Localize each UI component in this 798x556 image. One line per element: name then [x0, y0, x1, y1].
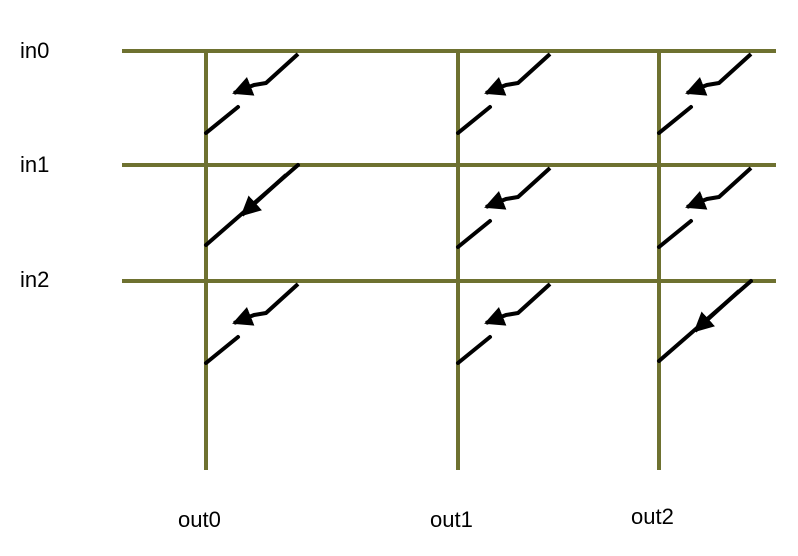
- wire-layer: [122, 49, 776, 470]
- output-label-out2: out2: [631, 504, 674, 529]
- switch-stub: [456, 219, 492, 249]
- switch-in0-out2: [657, 52, 753, 135]
- switch-in1-out1: [456, 166, 552, 249]
- switch-in0-out1: [456, 52, 552, 135]
- switch-arm: [232, 52, 300, 96]
- switch-arm: [685, 52, 753, 96]
- input-label-in2: in2: [20, 267, 50, 292]
- switch-arm: [484, 52, 552, 96]
- switch-stub: [657, 105, 693, 135]
- switch-stub: [456, 335, 492, 365]
- switch-in0-out0: [204, 52, 300, 135]
- input-label-in0: in0: [20, 38, 50, 63]
- switch-arm: [685, 166, 753, 210]
- switch-arm: [232, 282, 300, 326]
- switch-in2-out1: [456, 282, 552, 365]
- switch-stub: [204, 105, 240, 135]
- switch-stub: [456, 105, 492, 135]
- switch-stub: [204, 335, 240, 365]
- switch-arm: [484, 166, 552, 210]
- switch-in1-out0: [204, 163, 300, 247]
- output-label-out1: out1: [430, 507, 473, 532]
- switch-in1-out2: [657, 166, 753, 249]
- switch-in2-out0: [204, 282, 300, 365]
- switch-stub: [657, 219, 693, 249]
- input-label-in1: in1: [20, 152, 50, 177]
- switch-arrow: [240, 173, 288, 217]
- switch-in2-out2: [657, 279, 753, 363]
- switch-arrow: [693, 289, 741, 333]
- output-label-out0: out0: [178, 507, 221, 532]
- switch-layer: [204, 52, 753, 365]
- switch-arm: [484, 282, 552, 326]
